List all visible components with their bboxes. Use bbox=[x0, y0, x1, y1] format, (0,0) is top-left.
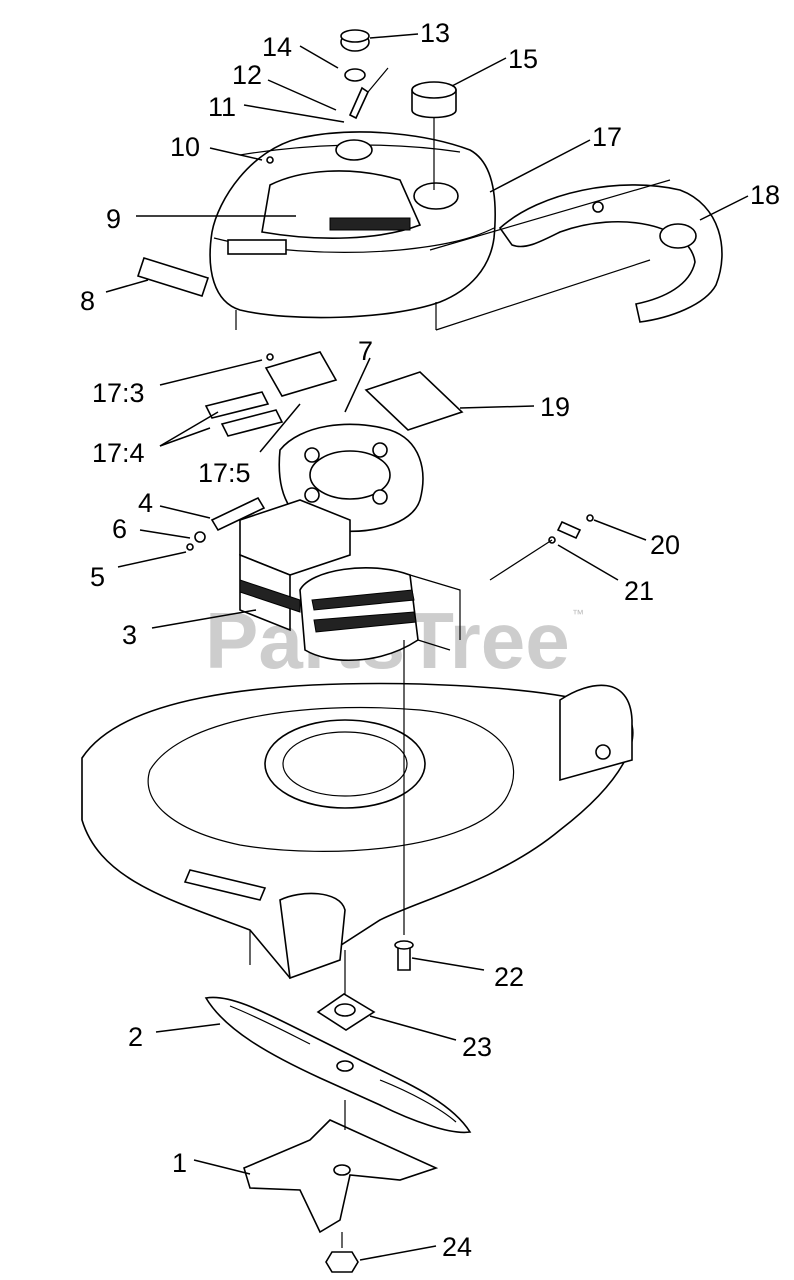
label-22: 22 bbox=[494, 962, 524, 992]
label-17-5: 17:5 bbox=[198, 458, 251, 488]
engine bbox=[186, 423, 461, 662]
label-12: 12 bbox=[232, 60, 262, 90]
mower-deck bbox=[81, 682, 634, 980]
label-4: 4 bbox=[138, 488, 153, 518]
fuel-cap-assembly bbox=[266, 29, 457, 190]
label-14: 14 bbox=[262, 32, 292, 62]
label-15: 15 bbox=[508, 44, 538, 74]
label-5: 5 bbox=[90, 562, 105, 592]
decals bbox=[136, 257, 464, 437]
blade-nut bbox=[325, 1251, 359, 1273]
part-labels: 14 13 15 12 11 10 17 18 9 8 17:3 7 19 17… bbox=[80, 18, 780, 1262]
blade bbox=[204, 996, 472, 1134]
label-2: 2 bbox=[128, 1022, 143, 1052]
label-19: 19 bbox=[540, 392, 570, 422]
label-9: 9 bbox=[106, 204, 121, 234]
engine-shroud bbox=[209, 131, 496, 330]
blade-holder bbox=[243, 1100, 439, 1248]
label-11: 11 bbox=[208, 92, 236, 122]
label-17-3: 17:3 bbox=[92, 378, 145, 408]
label-20: 20 bbox=[650, 530, 680, 560]
label-7: 7 bbox=[358, 336, 373, 366]
label-24: 24 bbox=[442, 1232, 472, 1262]
label-10: 10 bbox=[170, 132, 200, 162]
label-17: 17 bbox=[592, 122, 622, 152]
leader-lines bbox=[105, 33, 749, 1261]
label-23: 23 bbox=[462, 1032, 492, 1062]
label-21: 21 bbox=[624, 576, 654, 606]
fasteners bbox=[394, 514, 594, 971]
label-6: 6 bbox=[112, 514, 127, 544]
watermark-trademark: ™ bbox=[572, 607, 584, 621]
blade-adapter bbox=[316, 950, 376, 1031]
label-1: 1 bbox=[172, 1148, 187, 1178]
label-17-4: 17:4 bbox=[92, 438, 145, 468]
label-13: 13 bbox=[420, 18, 450, 48]
label-3: 3 bbox=[122, 620, 137, 650]
label-8: 8 bbox=[80, 286, 95, 316]
side-cover bbox=[429, 179, 723, 331]
label-18: 18 bbox=[750, 180, 780, 210]
